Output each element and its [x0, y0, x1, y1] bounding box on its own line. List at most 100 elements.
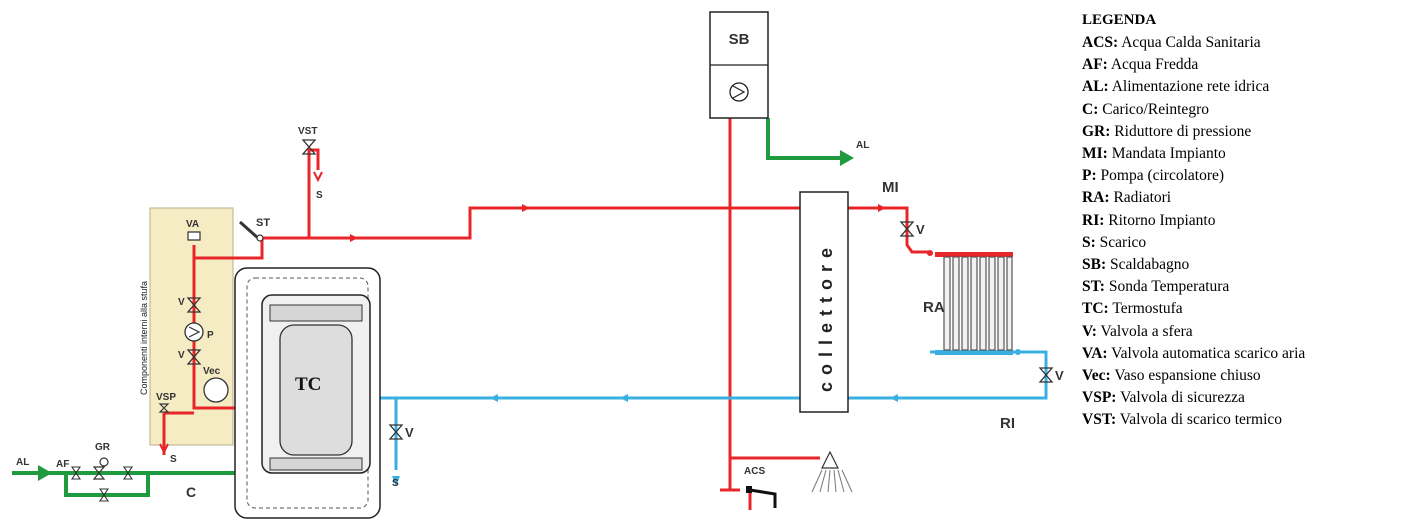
gr-valve-icon [92, 466, 106, 480]
upper-valve-icon [186, 297, 202, 313]
internal-components-label: Componenti interni alla stufa [139, 281, 149, 395]
legend-code: ST: [1082, 278, 1105, 296]
legend-item: AF: Acqua Fredda [1082, 54, 1402, 76]
legend-description: Carico/Reintegro [1102, 100, 1209, 118]
legend-description: Radiatori [1113, 189, 1172, 207]
return-water-pipes [380, 350, 1048, 470]
al-left-label: AL [16, 457, 29, 468]
acs-tap-outlet [749, 488, 777, 508]
gr-regulator-icon [99, 457, 109, 467]
legend-description: Sonda Temperatura [1108, 278, 1230, 296]
legend-item: RI: Ritorno Impianto [1082, 210, 1402, 232]
c-label: C [186, 484, 196, 500]
drain-arrow-icon [392, 476, 400, 486]
legend-description: Acqua Fredda [1110, 56, 1199, 74]
gr-label: GR [95, 442, 111, 453]
acs-tap-icon [746, 486, 752, 493]
vsp-drain-label: S [170, 454, 177, 465]
shower-head-icon [821, 450, 839, 469]
legend-description: Ritorno Impianto [1108, 211, 1216, 229]
collector [799, 191, 849, 413]
legend-code: VA: [1082, 344, 1108, 362]
vec-label: Vec [203, 366, 221, 377]
legend-code: P: [1082, 167, 1097, 185]
legend-description: Scaldabagno [1110, 256, 1190, 274]
flow-arrow-icon [522, 204, 530, 212]
mi-valve-icon [899, 221, 915, 237]
st-label: ST [256, 217, 270, 229]
legend-code: GR: [1082, 122, 1111, 140]
sb-pump-icon [729, 82, 749, 102]
legend-code: S: [1082, 233, 1096, 251]
legend-description: Valvola di scarico termico [1119, 411, 1283, 429]
legend-code: RA: [1082, 189, 1110, 207]
legend-item: VST: Valvola di scarico termico [1082, 409, 1402, 431]
mains-supply-pipes [12, 118, 840, 497]
legend-description: Scarico [1099, 233, 1147, 251]
ra-label: RA [923, 299, 945, 316]
legend-code: TC: [1082, 300, 1109, 318]
return-valve-label: V [405, 425, 414, 440]
return-valve-icon [388, 424, 404, 440]
legend-code: C: [1082, 100, 1099, 118]
legend-code: VSP: [1082, 389, 1117, 407]
pump-label: P [207, 330, 214, 341]
vst-drain-label: S [316, 190, 323, 201]
bypass-valve-icon [98, 488, 110, 502]
legend-item: S: Scarico [1082, 232, 1402, 254]
legend-code: V: [1082, 322, 1097, 340]
legend-code: Vec: [1082, 367, 1111, 385]
legend-item: VA: Valvola automatica scarico aria [1082, 343, 1402, 365]
legend-description: Valvola automatica scarico aria [1111, 344, 1306, 362]
legend-item: TC: Termostufa [1082, 298, 1402, 320]
acs-label: ACS [744, 466, 765, 477]
ri-label: RI [1000, 415, 1015, 432]
flow-arrow-icon [620, 394, 628, 402]
legend-item: AL: Alimentazione rete idrica [1082, 76, 1402, 98]
tc-stove [234, 267, 381, 519]
vst-drain-icon [313, 171, 323, 183]
return-drain-label: S [392, 478, 399, 489]
mi-valve-label: V [916, 222, 925, 237]
legend-code: ACS: [1082, 34, 1119, 51]
ri-valve-icon [1038, 367, 1054, 383]
lower-valve-icon [186, 349, 202, 365]
legend-item: V: Valvola a sfera [1082, 321, 1402, 343]
legend-description: Mandata Impianto [1111, 145, 1226, 163]
radiator-icon [927, 250, 1021, 355]
c-valve-icon [122, 466, 134, 480]
af-label: AF [56, 459, 69, 470]
legend-code: AL: [1082, 78, 1109, 96]
legend-description: Alimentazione rete idrica [1111, 78, 1270, 96]
flow-arrow-icon [350, 234, 358, 242]
temperature-probe-icon [239, 220, 259, 240]
upper-valve-label: V [178, 297, 185, 308]
sb-label: SB [729, 31, 750, 48]
legend-item: VSP: Valvola di sicurezza [1082, 387, 1402, 409]
al-top-arrow-icon [840, 150, 854, 166]
safety-valve-icon [158, 403, 170, 413]
legend-code: SB: [1082, 256, 1107, 274]
vst-valve-icon [301, 139, 317, 155]
collector-label: collettore [816, 241, 836, 392]
vsp-label: VSP [156, 392, 176, 403]
legend-code: VST: [1082, 411, 1117, 429]
legend-item: SB: Scaldabagno [1082, 254, 1402, 276]
legend-item: GR: Riduttore di pressione [1082, 121, 1402, 143]
al-top-label: AL [856, 140, 869, 151]
lower-valve-label: V [178, 350, 185, 361]
expansion-vessel-icon [203, 377, 229, 403]
tc-label: TC [295, 374, 321, 395]
legend-code: AF: [1082, 56, 1108, 74]
legend-item: ACS: Acqua Calda Sanitaria [1082, 32, 1402, 54]
af-valve-icon [70, 466, 82, 480]
hot-water-pipes [162, 118, 930, 510]
legend-item: C: Carico/Reintegro [1082, 99, 1402, 121]
mi-label: MI [882, 179, 899, 196]
legend-description: Pompa (circolatore) [1100, 167, 1225, 185]
shower-spray-icon [811, 469, 853, 493]
